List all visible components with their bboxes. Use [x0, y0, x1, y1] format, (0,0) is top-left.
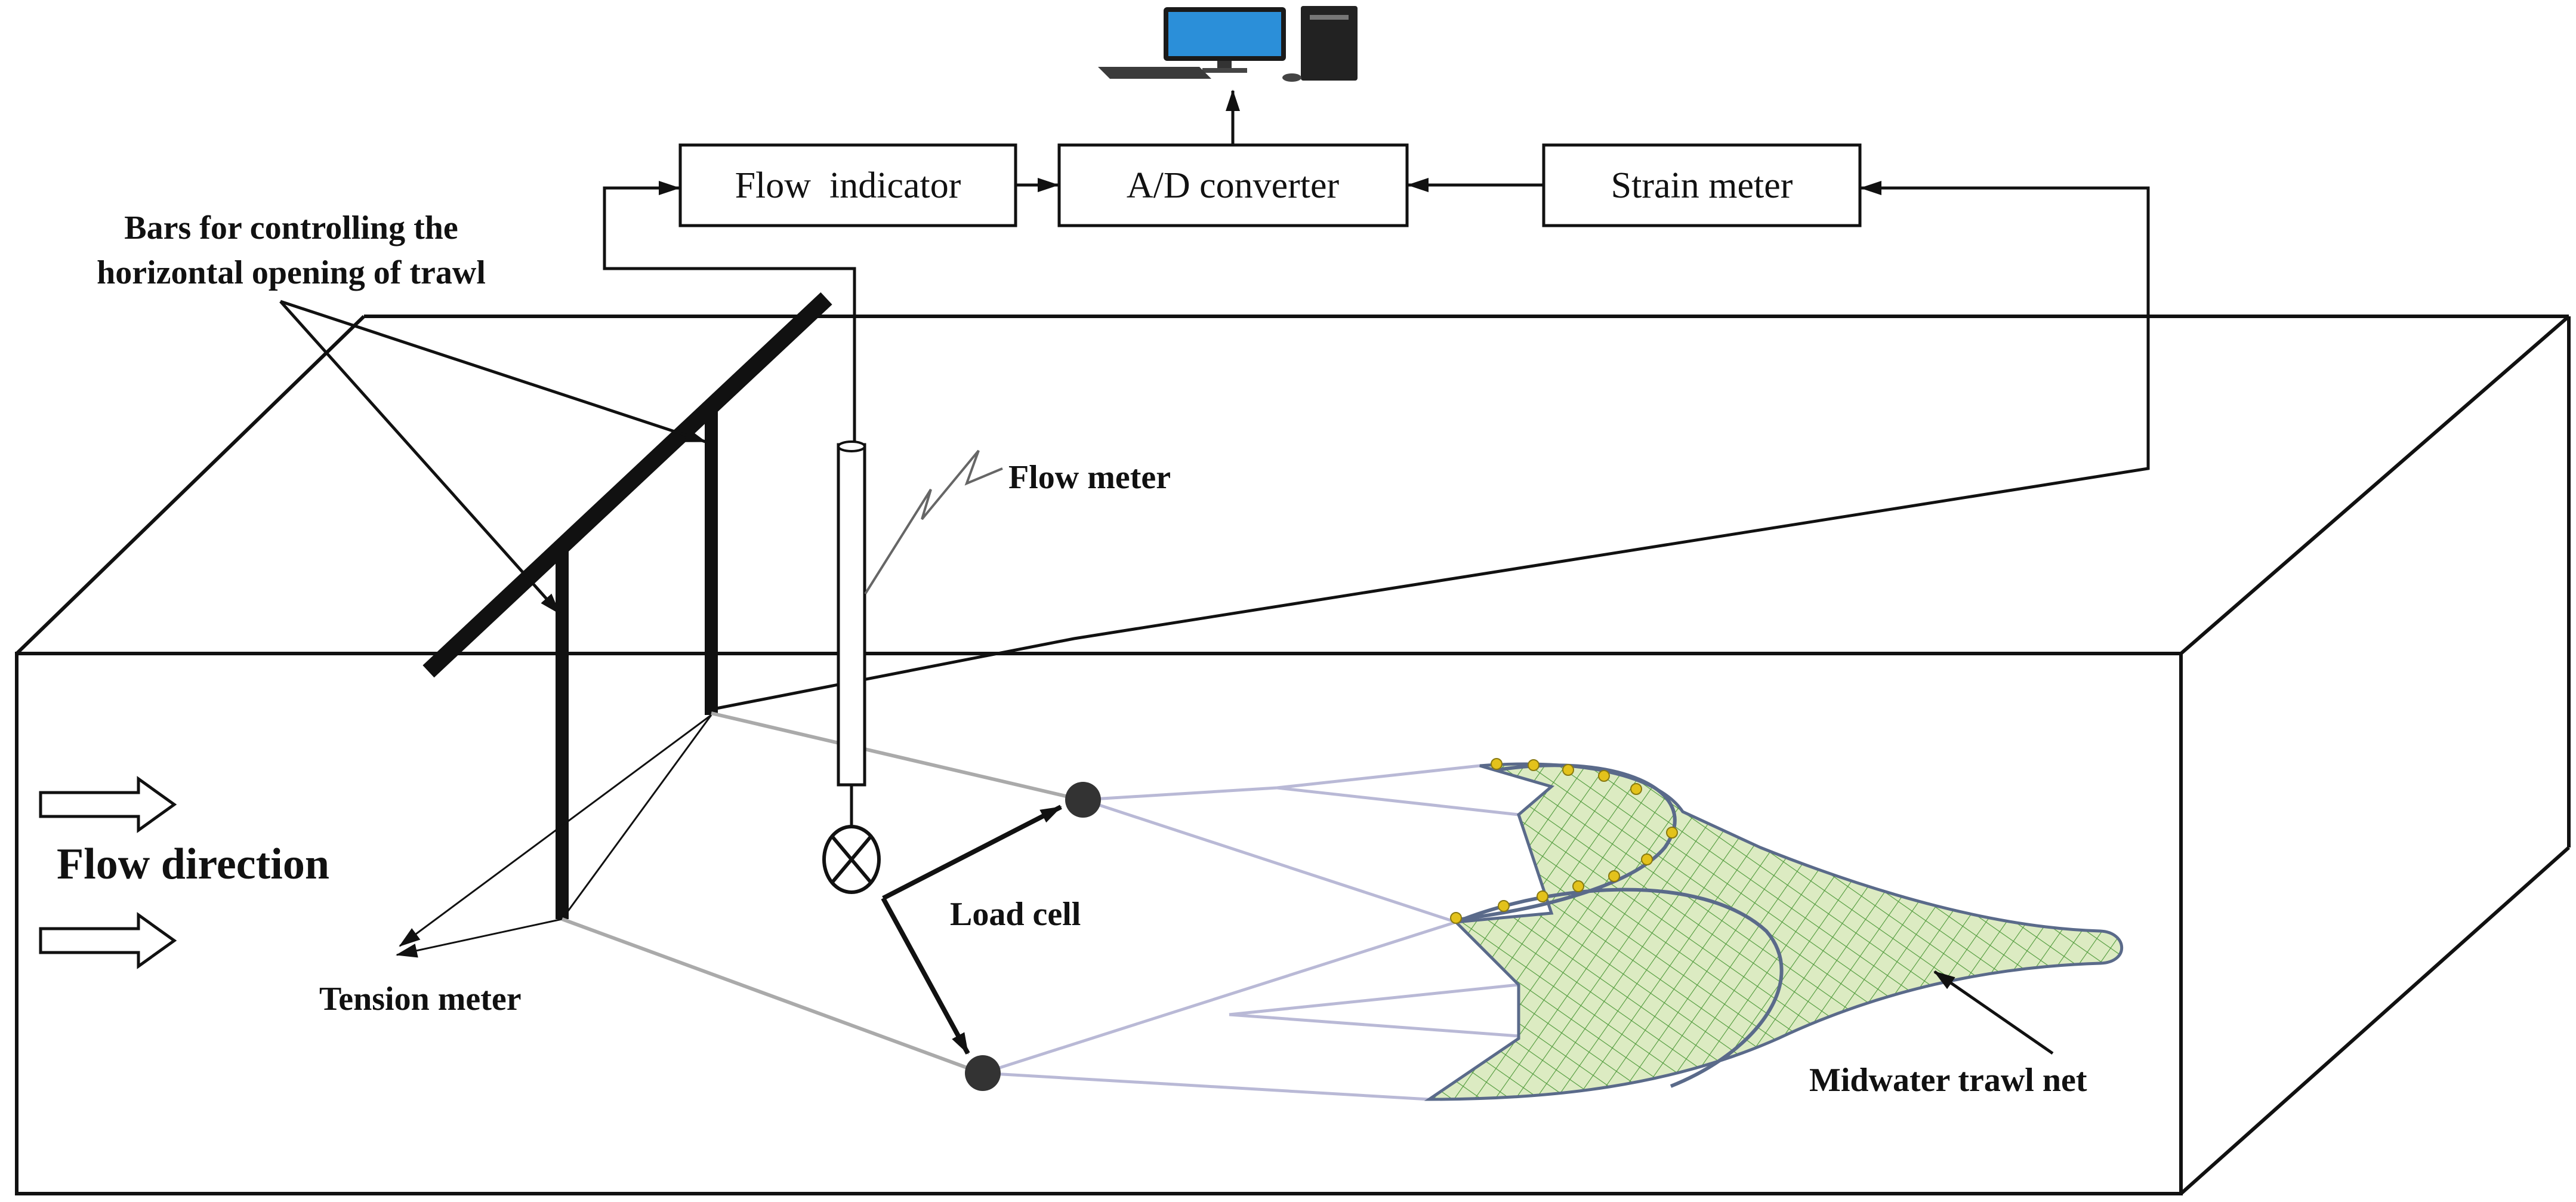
- load-cells: [965, 782, 1101, 1091]
- flume-tank: [15, 315, 2571, 1195]
- load-cell-lower: [965, 1055, 1001, 1091]
- flow-meter: [822, 440, 1003, 894]
- wire-flowmeter-to-indicator: [603, 181, 856, 445]
- flow-meter-tube: [837, 443, 866, 787]
- flow-direction-label: Flow direction: [57, 840, 329, 889]
- net-body: [1424, 762, 2124, 1101]
- tank-front-face: [15, 652, 2183, 1195]
- flow-indicator-label: Flow indicator: [735, 165, 961, 206]
- net-floats: [1450, 758, 1678, 924]
- tow-lines: [561, 711, 1082, 1075]
- computer-icon: [1098, 6, 1358, 82]
- net-pointer: [1933, 970, 2054, 1055]
- bars-label-line1: Bars for controlling the: [124, 209, 458, 246]
- bars-label-line2: horizontal opening of trawl: [97, 254, 486, 291]
- flow-indicator-block: Flow indicator: [678, 143, 1017, 227]
- ad-converter-label: A/D converter: [1127, 165, 1340, 206]
- bridle-lines: [982, 764, 1552, 1101]
- load-cell-pointer: [881, 805, 1062, 1055]
- diagonal-bar: [422, 292, 832, 678]
- strain-meter-block: Strain meter: [1542, 143, 1862, 227]
- flow-arrow-icon: [39, 776, 177, 969]
- wire-tension-to-strain: [707, 181, 2150, 712]
- tank-right-slant: [2180, 315, 2570, 655]
- load-cell-upper: [1065, 782, 1101, 818]
- tension-meter-label: Tension meter: [319, 981, 522, 1018]
- bars-pointer-lines: [279, 300, 707, 615]
- load-cell-label: Load cell: [950, 896, 1081, 933]
- midwater-trawl-net-label: Midwater trawl net: [1809, 1062, 2087, 1099]
- ad-converter-block: A/D converter: [1057, 143, 1409, 227]
- signal-zigzag: [864, 449, 1003, 595]
- strain-meter-label: Strain meter: [1611, 165, 1793, 206]
- signal-connections: [603, 90, 2150, 712]
- flow-meter-label: Flow meter: [1008, 459, 1171, 496]
- midwater-trawl-net: [1424, 762, 2124, 1101]
- control-bars: [422, 292, 832, 919]
- tank-bottom-right-slant: [2180, 846, 2570, 1195]
- tank-left-slant: [15, 315, 366, 655]
- floor-lines: [396, 714, 712, 958]
